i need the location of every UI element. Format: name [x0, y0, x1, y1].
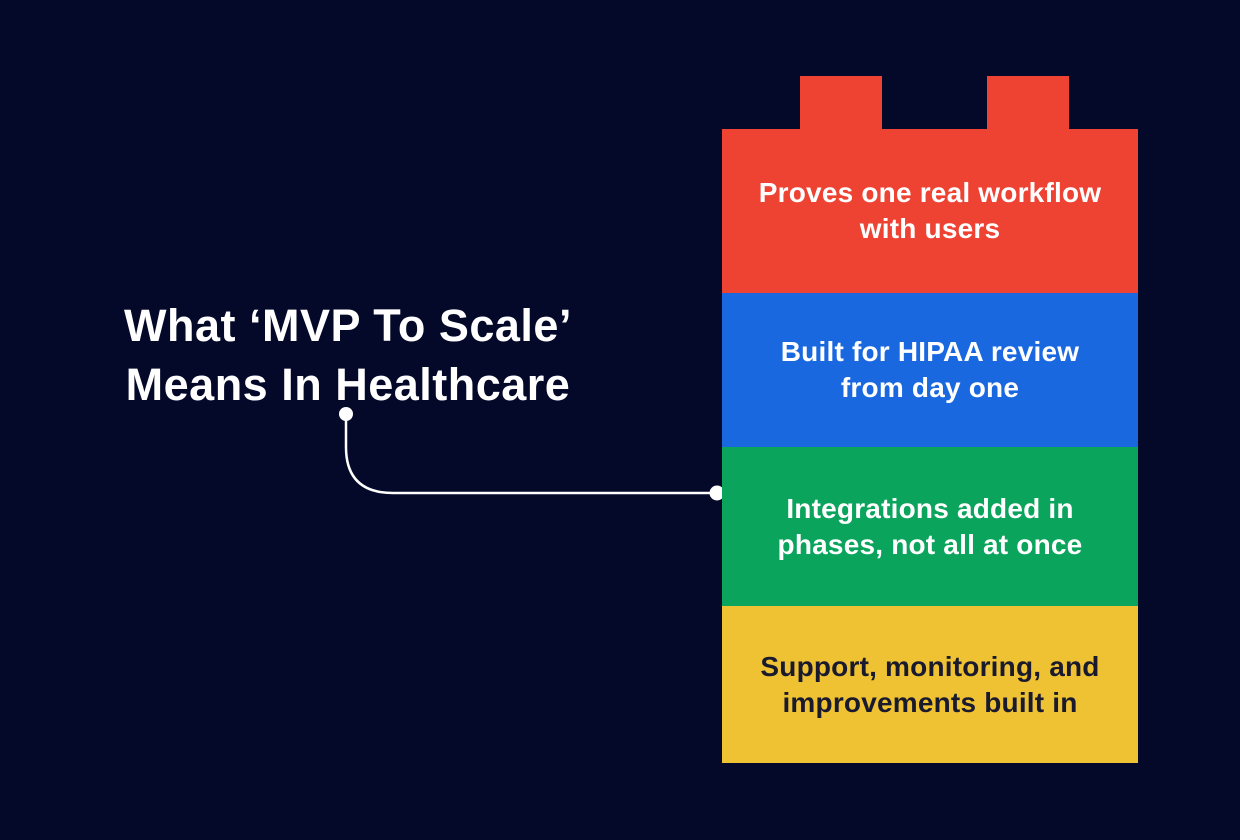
title-line-1: What ‘MVP To Scale’ — [124, 300, 572, 351]
block-hipaa-review-line-1: Built for HIPAA review — [780, 336, 1080, 367]
block-stack: Proves one real workflow with users Buil… — [722, 129, 1138, 763]
brick-stud-left-icon — [800, 76, 882, 130]
block-hipaa-review-line-2: from day one — [840, 372, 1020, 403]
block-proves-workflow-line-1: Proves one real workflow — [758, 177, 1102, 208]
block-hipaa-review: Built for HIPAA review from day one — [722, 293, 1138, 447]
block-support-monitoring-line-1: Support, monitoring, and — [760, 650, 1100, 682]
title-line-2: Means In Healthcare — [125, 359, 571, 410]
block-integrations-line-1: Integrations added in — [786, 492, 1074, 524]
block-proves-workflow-line-2: with users — [859, 213, 1001, 244]
connector-path — [344, 414, 717, 495]
brick-stud-right-icon — [987, 76, 1069, 130]
block-support-monitoring-line-2: improvements built in — [782, 686, 1078, 718]
page-title: What ‘MVP To Scale’ Means In Healthcare — [118, 296, 578, 414]
block-support-monitoring: Support, monitoring, and improvements bu… — [722, 606, 1138, 763]
block-integrations-line-2: phases, not all at once — [777, 528, 1083, 560]
block-proves-workflow: Proves one real workflow with users — [722, 129, 1138, 293]
block-integrations: Integrations added in phases, not all at… — [722, 447, 1138, 606]
